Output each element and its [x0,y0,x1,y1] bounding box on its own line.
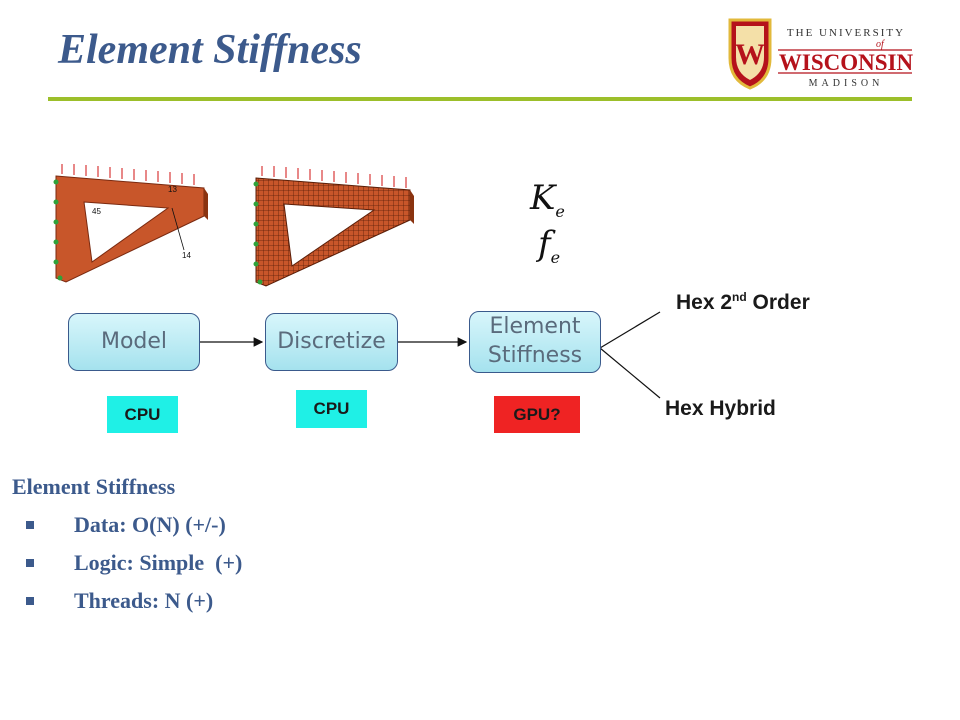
crest-letter: W [735,38,765,71]
discretized-figure [253,166,414,287]
bullet-text: Threads: N (+) [74,588,214,613]
title-underline [48,97,912,101]
hex-hybrid-label: Hex Hybrid [665,397,776,420]
bullet-marker-icon [26,521,34,529]
node-label-45: 45 [92,207,101,216]
logo-madison: MADISON [809,78,884,89]
bullet-heading: Element Stiffness [12,474,176,499]
meshed-part [255,177,411,287]
f-subscript: e [550,247,561,267]
bullet-marker-icon [26,559,34,567]
bullet-marker-icon [26,597,34,605]
k-subscript: e [555,201,565,221]
discretize-label: Discretize [277,328,386,354]
node-label-14: 14 [182,251,191,260]
support-markers [253,181,263,285]
bullet-item: Data: O(N) (+/-) [12,512,242,538]
logo-wisconsin: WISCONSIN [779,50,914,75]
leader-line [171,207,185,251]
branch-line-lower [599,347,661,399]
load-arrows [61,164,195,185]
meshed-part-side [410,190,414,224]
bullet-item: Logic: Simple (+) [12,550,242,576]
bullet-text: Data: O(N) (+/-) [74,512,226,537]
force-symbol: fe [538,224,560,267]
crest-icon: W [728,18,772,90]
bullet-item: Threads: N (+) [12,588,242,614]
hex-2nd-suffix: Order [746,291,810,314]
node-label-13: 13 [168,185,177,194]
element-stiffness-line1: Element [489,314,581,340]
model-cpu-tag: CPU [107,396,178,433]
bullet-section: Element Stiffness Data: O(N) (+/-) Logic… [12,474,242,626]
model-figure: 45 13 14 [53,164,208,283]
stiffness-symbol: Ke [530,178,565,221]
load-arrows [261,166,407,188]
logo-the-university: THE UNIVERSITY [787,27,905,39]
k-symbol: K [530,178,556,218]
logo-of: of [876,39,885,50]
element-gpu-tag: GPU? [494,396,580,433]
support-markers [53,179,63,281]
page-title: Element Stiffness [58,27,362,73]
bullet-text: Logic: Simple (+) [74,550,243,575]
model-part [55,175,205,283]
discretize-box: Discretize [265,313,398,371]
model-part-side [204,188,208,220]
model-box: Model [68,313,200,371]
element-stiffness-line2: Stiffness [487,343,583,368]
hex-2nd-order-label: Hex 2nd Order [676,290,810,315]
element-stiffness-box: Element Stiffness [469,311,601,373]
hex-2nd-prefix: Hex 2 [676,291,733,314]
university-logo: W THE UNIVERSITY of WISCONSIN MADISON [728,18,914,90]
model-label: Model [100,328,168,354]
f-symbol: f [538,224,551,264]
branch-line-upper [599,311,661,349]
hex-2nd-superscript: nd [732,290,747,304]
discretize-cpu-tag: CPU [296,390,367,428]
